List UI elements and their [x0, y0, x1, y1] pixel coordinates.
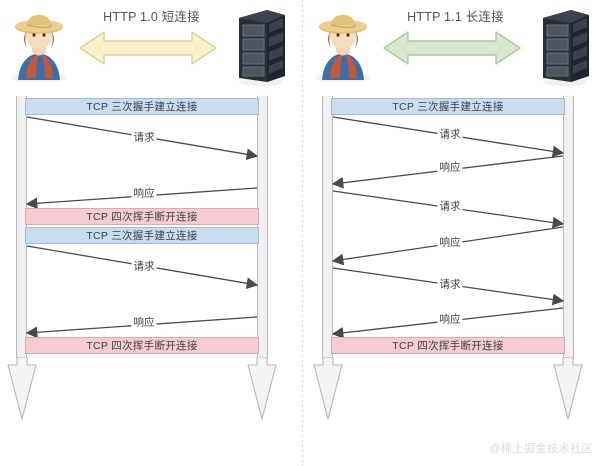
panel-divider	[302, 0, 303, 466]
lifeline-end-arrow-server	[550, 357, 586, 421]
header-http11: HTTP 1.1 长连接	[304, 0, 607, 92]
message-label: 请求	[131, 129, 157, 145]
message-label: 响应	[437, 311, 463, 327]
double-arrow-icon	[382, 28, 522, 68]
message-arrows-http11	[322, 96, 574, 444]
message-label: 响应	[437, 159, 463, 175]
phase-bar-teardown: TCP 四次挥手断开连接	[25, 208, 259, 225]
sequence-diagram-http10: TCP 三次握手建立连接 TCP 四次挥手断开连接 TCP 三次握手建立连接 TCP …	[7, 96, 277, 444]
message-label: 请求	[437, 198, 463, 214]
farmer-avatar-icon	[8, 8, 70, 82]
header-http10: HTTP 1.0 短连接	[0, 0, 303, 92]
phase-bar-connect: TCP 三次握手建立连接	[25, 98, 259, 115]
double-arrow-icon	[78, 28, 218, 68]
panel-title-http10: HTTP 1.0 短连接	[103, 10, 200, 24]
lifeline-end-arrow-server	[244, 357, 280, 421]
panel-http11: HTTP 1.1 长连接	[304, 0, 607, 466]
phase-bar-teardown: TCP 四次挥手断开连接	[25, 337, 259, 354]
lifeline-end-arrow-client	[310, 357, 346, 421]
server-rack-icon	[233, 6, 289, 86]
server-rack-icon	[537, 6, 593, 86]
lifeline-end-arrow-client	[4, 357, 40, 421]
message-label: 响应	[437, 234, 463, 250]
phase-bar-connect: TCP 三次握手建立连接	[331, 98, 565, 115]
lifeline-server	[563, 96, 574, 358]
phase-bar-connect: TCP 三次握手建立连接	[25, 227, 259, 244]
phase-bar-teardown: TCP 四次挥手断开连接	[331, 337, 565, 354]
panel-title-http11: HTTP 1.1 长连接	[407, 10, 504, 24]
message-label: 响应	[131, 314, 157, 330]
lifeline-client	[322, 96, 333, 358]
message-label: 响应	[131, 185, 157, 201]
watermark: @稀土掘金技术社区	[489, 443, 593, 455]
farmer-avatar-icon	[312, 8, 374, 82]
message-label: 请求	[437, 126, 463, 142]
message-label: 请求	[131, 258, 157, 274]
panel-http10: HTTP 1.0 短连接	[0, 0, 303, 466]
message-label: 请求	[437, 276, 463, 292]
